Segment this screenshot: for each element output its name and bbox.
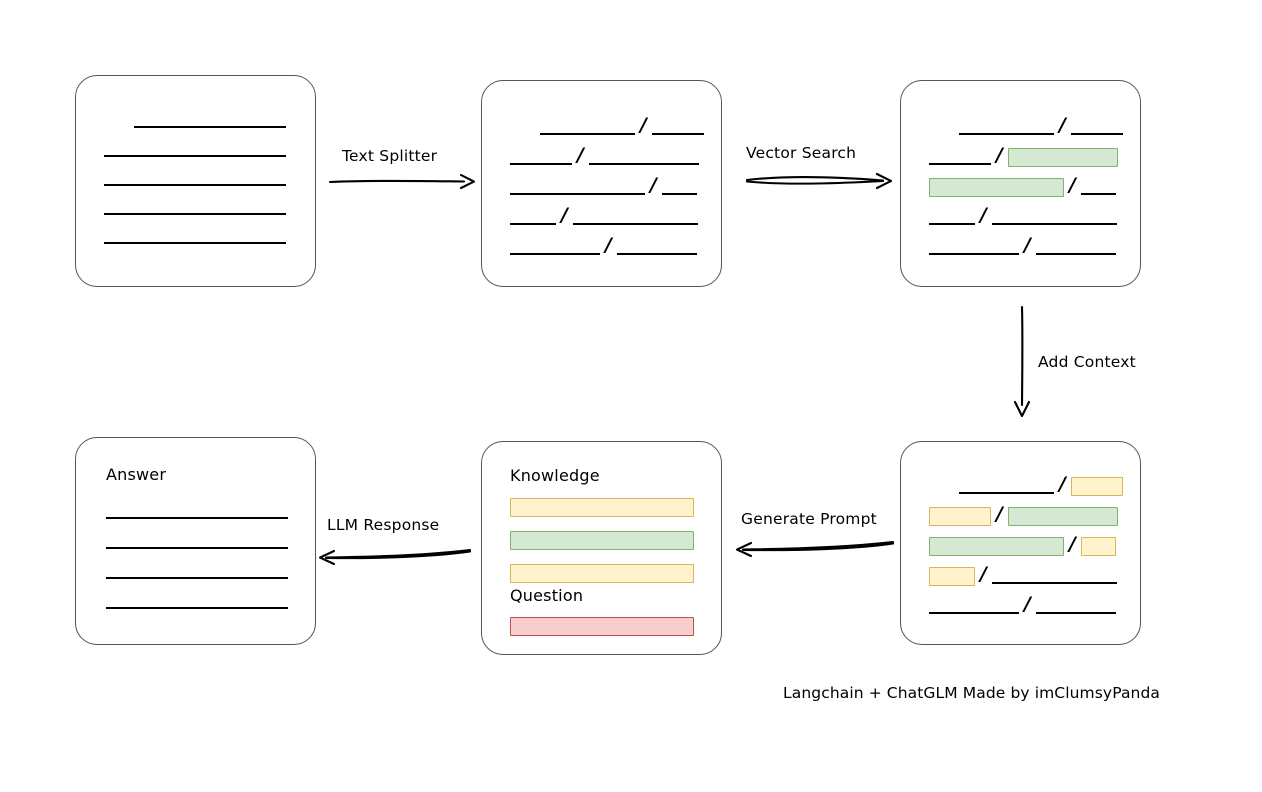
answer-line xyxy=(106,577,288,579)
chunk-separator: / xyxy=(1024,592,1031,615)
chunk-row: / xyxy=(510,143,699,167)
knowledge-bar xyxy=(510,498,694,517)
chunk-separator: / xyxy=(561,203,568,226)
matched-chunks-rows: / / / / / xyxy=(901,81,1140,286)
chunk-segment xyxy=(929,596,1019,616)
matched-chunk-highlight xyxy=(929,536,1064,556)
context-chunks-rows: / / / / / xyxy=(901,442,1140,644)
chunk-segment xyxy=(929,207,975,227)
chunk-segment xyxy=(510,207,556,227)
question-bar xyxy=(510,617,694,636)
document-line xyxy=(104,184,286,186)
chunk-row: / xyxy=(929,143,1118,167)
edge-label-llm-response: LLM Response xyxy=(327,516,440,534)
prompt-contents: Knowledge Question xyxy=(482,442,721,654)
chunk-segment xyxy=(616,237,697,257)
prompt-box[interactable]: Knowledge Question xyxy=(481,441,722,655)
chunk-segment xyxy=(1070,117,1123,137)
matched-chunks-box[interactable]: / / / / / xyxy=(900,80,1141,287)
chunk-row: / xyxy=(929,173,1116,197)
chunk-segment xyxy=(929,147,991,167)
edge-text-splitter: Text Splitter xyxy=(328,147,478,195)
answer-line xyxy=(106,517,288,519)
chunk-segment xyxy=(959,117,1054,137)
chunk-segment xyxy=(510,177,645,197)
text-chunks-rows: / / / / / xyxy=(482,81,721,286)
chunk-segment xyxy=(540,117,635,137)
chunk-separator: / xyxy=(980,203,987,226)
edge-label-vector-search: Vector Search xyxy=(746,144,857,162)
chunk-segment xyxy=(1080,177,1116,197)
chunk-row: / xyxy=(959,113,1123,137)
footer-credit: Langchain + ChatGLM Made by imClumsyPand… xyxy=(783,684,1161,702)
chunk-row: / xyxy=(510,203,698,227)
chunk-separator: / xyxy=(996,143,1003,166)
chunk-row: / xyxy=(929,502,1118,526)
chunk-segment xyxy=(959,476,1054,496)
chunk-row: / xyxy=(929,203,1117,227)
chunk-segment xyxy=(572,207,698,227)
context-chunk-highlight xyxy=(929,506,991,526)
chunk-segment xyxy=(661,177,697,197)
source-document-box[interactable] xyxy=(75,75,316,287)
knowledge-bar xyxy=(510,531,694,550)
edge-label-add-context: Add Context xyxy=(1038,353,1136,371)
chunk-row: / xyxy=(510,173,697,197)
answer-line xyxy=(106,547,288,549)
chunk-segment xyxy=(991,566,1117,586)
chunk-separator: / xyxy=(1059,472,1066,495)
edge-label-generate-prompt: Generate Prompt xyxy=(741,510,877,528)
matched-chunk-highlight xyxy=(1007,506,1118,526)
chunk-segment xyxy=(991,207,1117,227)
edge-label-text-splitter: Text Splitter xyxy=(342,147,438,165)
chunk-row: / xyxy=(929,562,1117,586)
chunk-segment xyxy=(510,147,572,167)
edge-vector-search: Vector Search xyxy=(745,144,895,195)
document-line xyxy=(134,126,286,128)
knowledge-label: Knowledge xyxy=(510,466,600,485)
edge-add-context: Add Context xyxy=(1005,305,1136,420)
document-line xyxy=(104,155,286,157)
chunk-row: / xyxy=(510,233,697,257)
chunk-segment xyxy=(588,147,699,167)
context-chunk-highlight xyxy=(1070,476,1123,496)
chunk-row: / xyxy=(929,233,1116,257)
text-chunks-box[interactable]: / / / / / xyxy=(481,80,722,287)
chunk-separator: / xyxy=(1024,233,1031,256)
chunk-separator: / xyxy=(980,562,987,585)
context-chunk-highlight xyxy=(929,566,975,586)
chunk-separator: / xyxy=(996,502,1003,525)
chunk-segment xyxy=(510,237,600,257)
chunk-segment xyxy=(1035,237,1116,257)
edge-llm-response: LLM Response xyxy=(318,516,473,566)
context-chunks-box[interactable]: / / / / / xyxy=(900,441,1141,645)
document-line xyxy=(104,242,286,244)
chunk-separator: / xyxy=(1069,173,1076,196)
chunk-row: / xyxy=(540,113,704,137)
chunk-separator: / xyxy=(640,113,647,136)
chunk-row: / xyxy=(929,532,1116,556)
chunk-row: / xyxy=(959,472,1123,496)
answer-label: Answer xyxy=(106,465,167,484)
answer-box[interactable]: Answer xyxy=(75,437,316,645)
chunk-separator: / xyxy=(577,143,584,166)
document-line xyxy=(104,213,286,215)
chunk-separator: / xyxy=(650,173,657,196)
context-chunk-highlight xyxy=(1080,536,1116,556)
chunk-segment xyxy=(1035,596,1116,616)
matched-chunk-highlight xyxy=(1007,147,1118,167)
chunk-separator: / xyxy=(1069,532,1076,555)
chunk-separator: / xyxy=(1059,113,1066,136)
matched-chunk-highlight xyxy=(929,177,1064,197)
edge-generate-prompt: Generate Prompt xyxy=(735,510,895,560)
answer-line xyxy=(106,607,288,609)
source-document-lines xyxy=(76,76,315,286)
chunk-row: / xyxy=(929,592,1116,616)
answer-contents: Answer xyxy=(76,438,315,644)
chunk-separator: / xyxy=(605,233,612,256)
chunk-segment xyxy=(929,237,1019,257)
chunk-segment xyxy=(651,117,704,137)
knowledge-bar xyxy=(510,564,694,583)
question-label: Question xyxy=(510,586,584,605)
